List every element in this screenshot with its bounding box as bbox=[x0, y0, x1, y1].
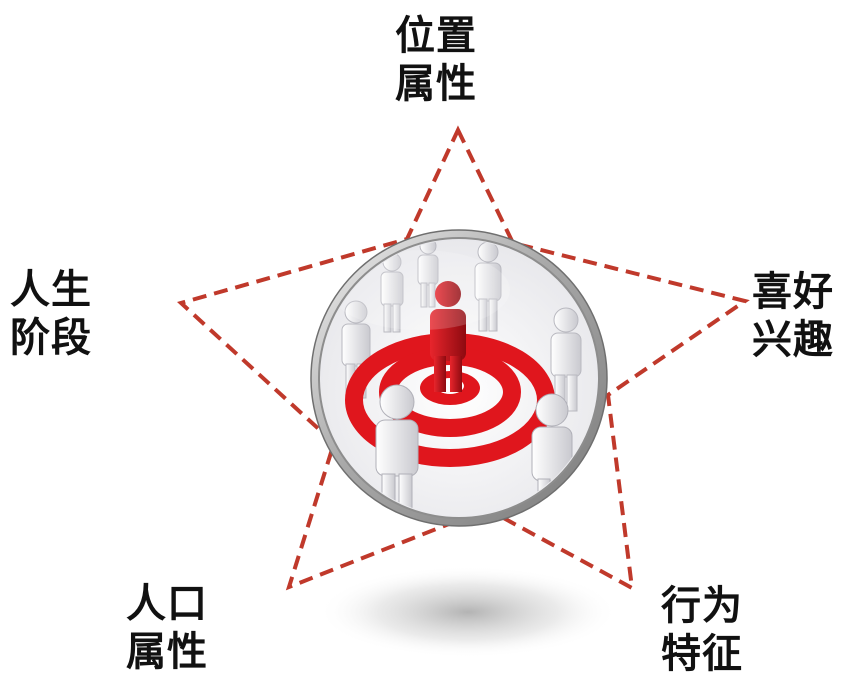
label-line: 属性 bbox=[395, 61, 477, 107]
label-line: 属性 bbox=[126, 629, 208, 675]
label-line: 阶段 bbox=[10, 315, 92, 361]
label-life-stage: 人生 阶段 bbox=[10, 266, 92, 362]
label-line: 人口 bbox=[126, 581, 208, 627]
label-line: 人生 bbox=[10, 267, 92, 313]
label-preferences-interests: 喜好 兴趣 bbox=[752, 268, 834, 364]
label-demographic-attribute: 人口 属性 bbox=[126, 580, 208, 676]
label-line: 特征 bbox=[661, 631, 743, 677]
label-location-attribute: 位置 属性 bbox=[395, 12, 477, 108]
magnifier-target-crowd-icon bbox=[310, 229, 608, 527]
label-line: 行为 bbox=[661, 583, 743, 629]
lens-shadow bbox=[318, 566, 618, 658]
label-behavior-features: 行为 特征 bbox=[661, 582, 743, 678]
label-line: 位置 bbox=[395, 13, 477, 59]
label-line: 喜好 bbox=[752, 269, 834, 315]
label-line: 兴趣 bbox=[752, 317, 834, 363]
